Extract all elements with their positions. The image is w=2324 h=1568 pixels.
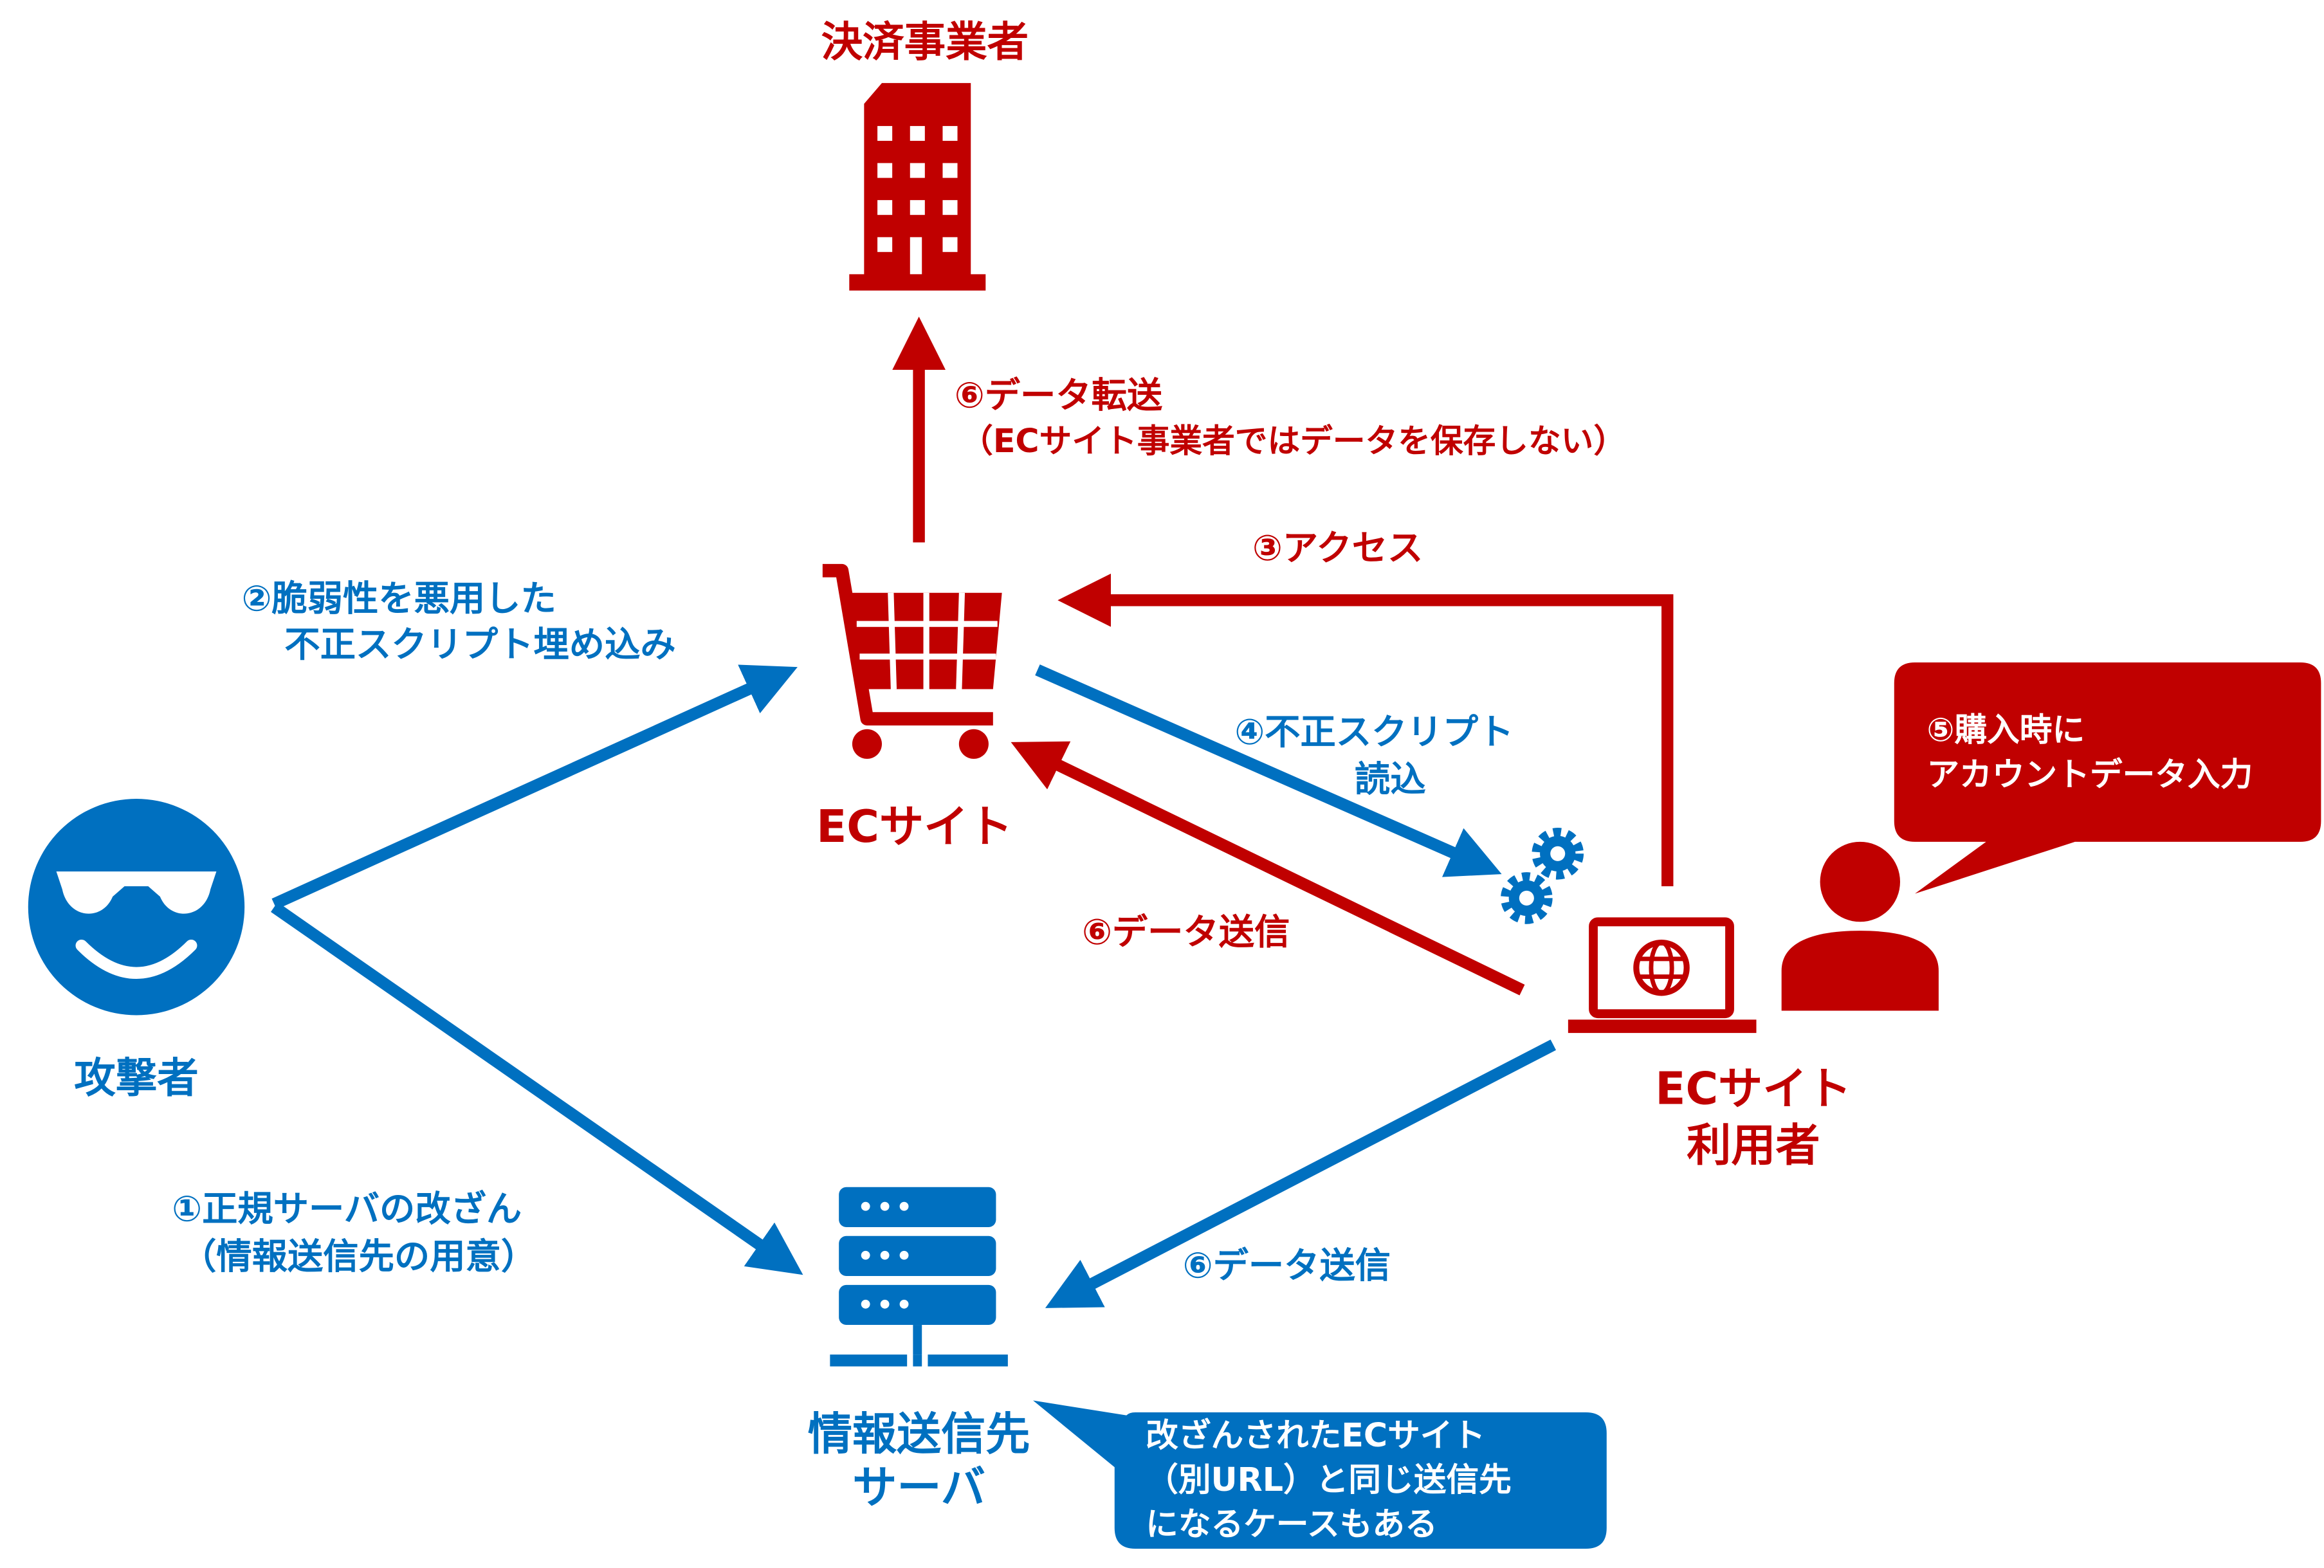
gears-icon <box>1501 827 1584 924</box>
laptop-globe-icon <box>1568 917 1757 1034</box>
access-arrow <box>1057 573 1674 886</box>
shopping-cart-icon <box>822 563 1002 759</box>
note-line1: 改ざんされたECサイト <box>1146 1416 1485 1454</box>
data-send-server-arrow <box>1045 1039 1557 1308</box>
step2-label-line1: ②脆弱性を悪用した <box>242 578 556 619</box>
step5-label-line1: ⑤購入時に <box>1926 711 2085 749</box>
person-icon <box>1781 841 1939 1011</box>
user-label-line1: ECサイト <box>1655 1064 1851 1115</box>
tamper-arrow <box>271 902 803 1275</box>
step2-label-line2: 不正スクリプト埋め込み <box>284 624 675 666</box>
server-icon <box>830 1187 1008 1367</box>
inject-arrow <box>271 664 798 910</box>
server-label-line2: サーバ <box>852 1463 985 1514</box>
step6-send-ec-label: ⑥データ送信 <box>1082 912 1290 953</box>
payment-provider-label: 決済事業者 <box>821 19 1029 67</box>
server-label-line1: 情報送信先 <box>808 1409 1030 1461</box>
note-line3: になるケースもある <box>1146 1505 1438 1543</box>
step4-label-line1: ④不正スクリプト <box>1234 712 1514 753</box>
step3-label: ③アクセス <box>1252 528 1423 569</box>
step6-send-server-label: ⑥データ送信 <box>1183 1245 1391 1286</box>
user-label-line2: 利用者 <box>1687 1120 1820 1171</box>
step1-label-line1: ①正規サーバの改ざん <box>172 1189 522 1230</box>
data-send-ec-arrow <box>1011 741 1525 996</box>
step6-transfer-note: （ECサイト事業者ではデータを保存しない） <box>960 422 1626 460</box>
step6-transfer-label: ⑥データ転送 <box>955 376 1163 417</box>
note-callout: 改ざんされたECサイト （別URL）と同じ送信先 になるケースもある <box>1033 1400 1607 1549</box>
ec-site-label: ECサイト <box>816 801 1012 853</box>
attacker-label: 攻撃者 <box>74 1054 199 1102</box>
step1-label-line2: （情報送信先の用意） <box>181 1236 536 1277</box>
purchase-speech-bubble: ⑤購入時に アカウントデータ入力 <box>1894 662 2321 894</box>
building-icon <box>849 83 986 291</box>
step4-label-line2: 読込 <box>1355 760 1426 801</box>
note-line2: （別URL）と同じ送信先 <box>1146 1461 1512 1499</box>
step5-label-line2: アカウントデータ入力 <box>1926 755 2253 793</box>
script-load-arrow <box>1035 664 1502 877</box>
sunglasses-face-icon <box>28 799 245 1016</box>
